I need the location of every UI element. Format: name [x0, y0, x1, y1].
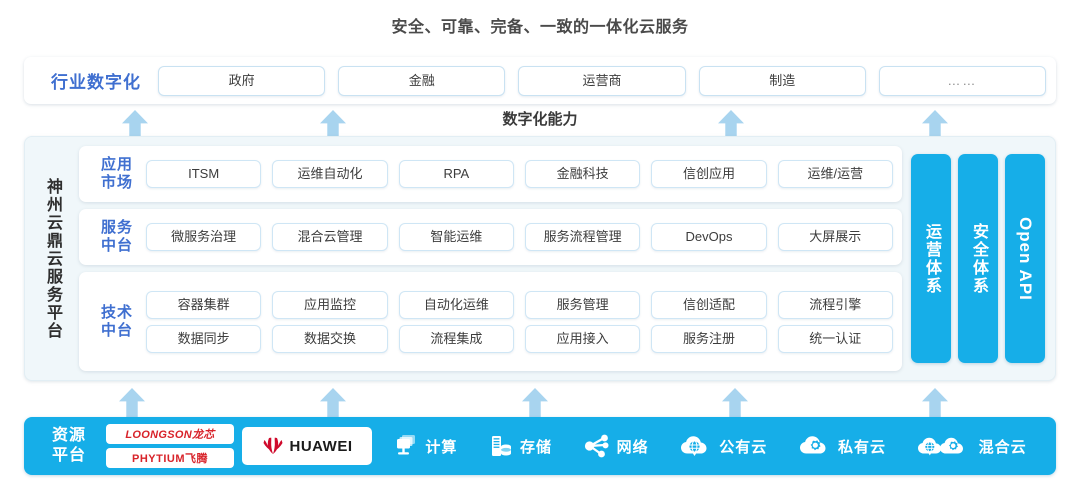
vbar-open-api-label: Open API [1016, 216, 1035, 301]
row-label-tech-platform-line2: 中台 [100, 321, 133, 339]
resource-item-storage-label: 存储 [519, 438, 552, 456]
arrow-low-4 [722, 388, 748, 417]
cell-unified-authentication[interactable]: 统一认证 [777, 324, 893, 353]
private-cloud-icon [799, 436, 826, 454]
cell-ops-operation[interactable]: 运维/运营 [777, 160, 893, 188]
cell-container-cluster[interactable]: 容器集群 [146, 290, 262, 319]
cell-data-exchange[interactable]: 数据交换 [272, 324, 388, 353]
resource-label: 资源 平台 [38, 426, 100, 466]
platform-body: 应用 市场 ITSM 运维自动化 RPA 金融科技 信创应用 运维/运营 [79, 137, 1055, 380]
cell-xinchuang-app[interactable]: 信创应用 [651, 160, 767, 188]
row-label-service-platform-line2: 中台 [100, 237, 133, 254]
huawei-flower-icon [263, 437, 282, 454]
arrow-low-1 [119, 388, 145, 417]
row-app-market: 应用 市场 ITSM 运维自动化 RPA 金融科技 信创应用 运维/运营 [79, 146, 902, 202]
row-tech-platform: 技术 中台 容器集群 应用监控 自动化运维 服务管理 信创适配 流程引擎 [79, 272, 902, 371]
arrow-low-3 [522, 388, 548, 417]
hybrid-cloud-icon [917, 437, 963, 456]
row-service-platform: 服务 中台 微服务治理 混合云管理 智能运维 服务流程管理 DevOps 大屏展… [79, 209, 902, 265]
row-label-app-market-line1: 应用 [100, 156, 133, 173]
resource-item-compute[interactable]: 计算 [393, 433, 457, 459]
phytium-logo: PHYTIUM飞腾 [106, 448, 234, 468]
cell-ops-automation[interactable]: 运维自动化 [272, 160, 388, 188]
row-grid-service-platform: 微服务治理 混合云管理 智能运维 服务流程管理 DevOps 大屏展示 [146, 223, 893, 251]
cell-devops[interactable]: DevOps [651, 223, 767, 251]
capability-caption: 数字化能力 [502, 111, 578, 128]
resource-item-private-cloud-label: 私有云 [837, 438, 886, 456]
cell-automated-ops[interactable]: 自动化运维 [398, 290, 514, 319]
industry-item-manufacturing[interactable]: 制造 [698, 65, 866, 96]
industry-digitalization-row: 行业数字化 政府 金融 运营商 制造 …… [24, 57, 1056, 104]
industry-item-government[interactable]: 政府 [158, 65, 326, 96]
huawei-logo: HUAWEI [242, 427, 372, 465]
storage-icon [491, 436, 511, 456]
vertical-bars: 运营体系 安全体系 Open API [911, 146, 1045, 371]
cell-xinchuang-adaptation[interactable]: 信创适配 [651, 290, 767, 319]
row-label-service-platform: 服务 中台 [88, 219, 146, 255]
cell-microservice-governance[interactable]: 微服务治理 [146, 223, 262, 251]
cloud-service-platform-panel: 神州云鼎云服务平台 应用 市场 ITSM 运维自动化 RPA 金融科技 [24, 136, 1056, 381]
industry-items: 政府 金融 运营商 制造 …… [158, 65, 1047, 96]
cell-service-process-management[interactable]: 服务流程管理 [524, 223, 641, 251]
cell-fintech[interactable]: 金融科技 [524, 160, 641, 188]
chip-vendor-logos: LOONGSON龙芯 PHYTIUM飞腾 [106, 424, 234, 468]
vbar-operations-system[interactable]: 运营体系 [911, 154, 951, 363]
huawei-logo-text: HUAWEI [289, 437, 353, 455]
platform-label-text: 神州云鼎云服务平台 [44, 177, 61, 340]
public-cloud-icon [681, 436, 707, 456]
compute-icon [397, 435, 416, 455]
row-grid-tech-platform: 容器集群 应用监控 自动化运维 服务管理 信创适配 流程引擎 数据同步 数据交换… [146, 290, 893, 353]
loongson-logo: LOONGSON龙芯 [106, 424, 234, 444]
row-grid-app-market: ITSM 运维自动化 RPA 金融科技 信创应用 运维/运营 [146, 160, 893, 188]
resource-item-hybrid-cloud[interactable]: 混合云 [917, 433, 1027, 459]
row-label-tech-platform-line1: 技术 [100, 303, 133, 321]
cell-process-engine[interactable]: 流程引擎 [777, 290, 893, 319]
industry-item-more[interactable]: …… [878, 65, 1047, 96]
cell-service-management[interactable]: 服务管理 [524, 290, 641, 319]
row-label-app-market: 应用 市场 [88, 156, 146, 192]
cell-large-screen-display[interactable]: 大屏展示 [777, 223, 893, 251]
resource-platform-bar: 资源 平台 LOONGSON龙芯 PHYTIUM飞腾 HUAWEI [24, 417, 1056, 475]
network-icon [584, 434, 609, 458]
resource-label-line2: 平台 [51, 447, 86, 464]
resource-item-public-cloud-label: 公有云 [719, 438, 768, 456]
grid-line: 容器集群 应用监控 自动化运维 服务管理 信创适配 流程引擎 [146, 290, 893, 319]
grid-line: 微服务治理 混合云管理 智能运维 服务流程管理 DevOps 大屏展示 [146, 223, 893, 251]
cell-itsm[interactable]: ITSM [146, 160, 262, 188]
resource-item-storage[interactable]: 存储 [488, 433, 552, 459]
vbar-security-system-label: 安全体系 [970, 222, 987, 295]
resource-item-network[interactable]: 网络 [583, 433, 649, 459]
cell-rpa[interactable]: RPA [398, 160, 514, 188]
cell-intelligent-ops[interactable]: 智能运维 [398, 223, 514, 251]
vbar-operations-system-label: 运营体系 [923, 222, 940, 295]
row-label-service-platform-line1: 服务 [100, 219, 133, 236]
resource-item-hybrid-cloud-label: 混合云 [978, 438, 1027, 456]
industry-item-finance[interactable]: 金融 [338, 65, 506, 96]
grid-line: ITSM 运维自动化 RPA 金融科技 信创应用 运维/运营 [146, 160, 893, 188]
resource-item-compute-label: 计算 [425, 438, 458, 456]
resource-item-public-cloud[interactable]: 公有云 [679, 433, 767, 459]
vbar-security-system[interactable]: 安全体系 [958, 154, 998, 363]
cell-application-monitoring[interactable]: 应用监控 [272, 290, 388, 319]
resource-label-line1: 资源 [51, 427, 86, 444]
cell-process-integration[interactable]: 流程集成 [398, 324, 514, 353]
platform-vertical-label: 神州云鼎云服务平台 [25, 137, 79, 380]
resource-item-private-cloud[interactable]: 私有云 [798, 433, 886, 459]
vbar-open-api[interactable]: Open API [1005, 154, 1045, 363]
cell-application-access[interactable]: 应用接入 [524, 324, 641, 353]
resource-items: 计算 存储 [378, 433, 1042, 459]
cell-data-sync[interactable]: 数据同步 [146, 324, 262, 353]
row-label-app-market-line2: 市场 [100, 174, 133, 191]
resource-item-network-label: 网络 [616, 438, 649, 456]
platform-rows: 应用 市场 ITSM 运维自动化 RPA 金融科技 信创应用 运维/运营 [79, 146, 902, 371]
arrow-low-2 [320, 388, 346, 417]
row-label-tech-platform: 技术 中台 [88, 304, 146, 340]
industry-row-label: 行业数字化 [51, 73, 141, 92]
page-title: 安全、可靠、完备、一致的一体化云服务 [391, 19, 689, 36]
cell-hybrid-cloud-management[interactable]: 混合云管理 [272, 223, 388, 251]
arrow-low-5 [922, 388, 948, 417]
industry-item-telecom[interactable]: 运营商 [518, 65, 686, 96]
cell-service-registry[interactable]: 服务注册 [651, 324, 767, 353]
grid-line: 数据同步 数据交换 流程集成 应用接入 服务注册 统一认证 [146, 324, 893, 353]
